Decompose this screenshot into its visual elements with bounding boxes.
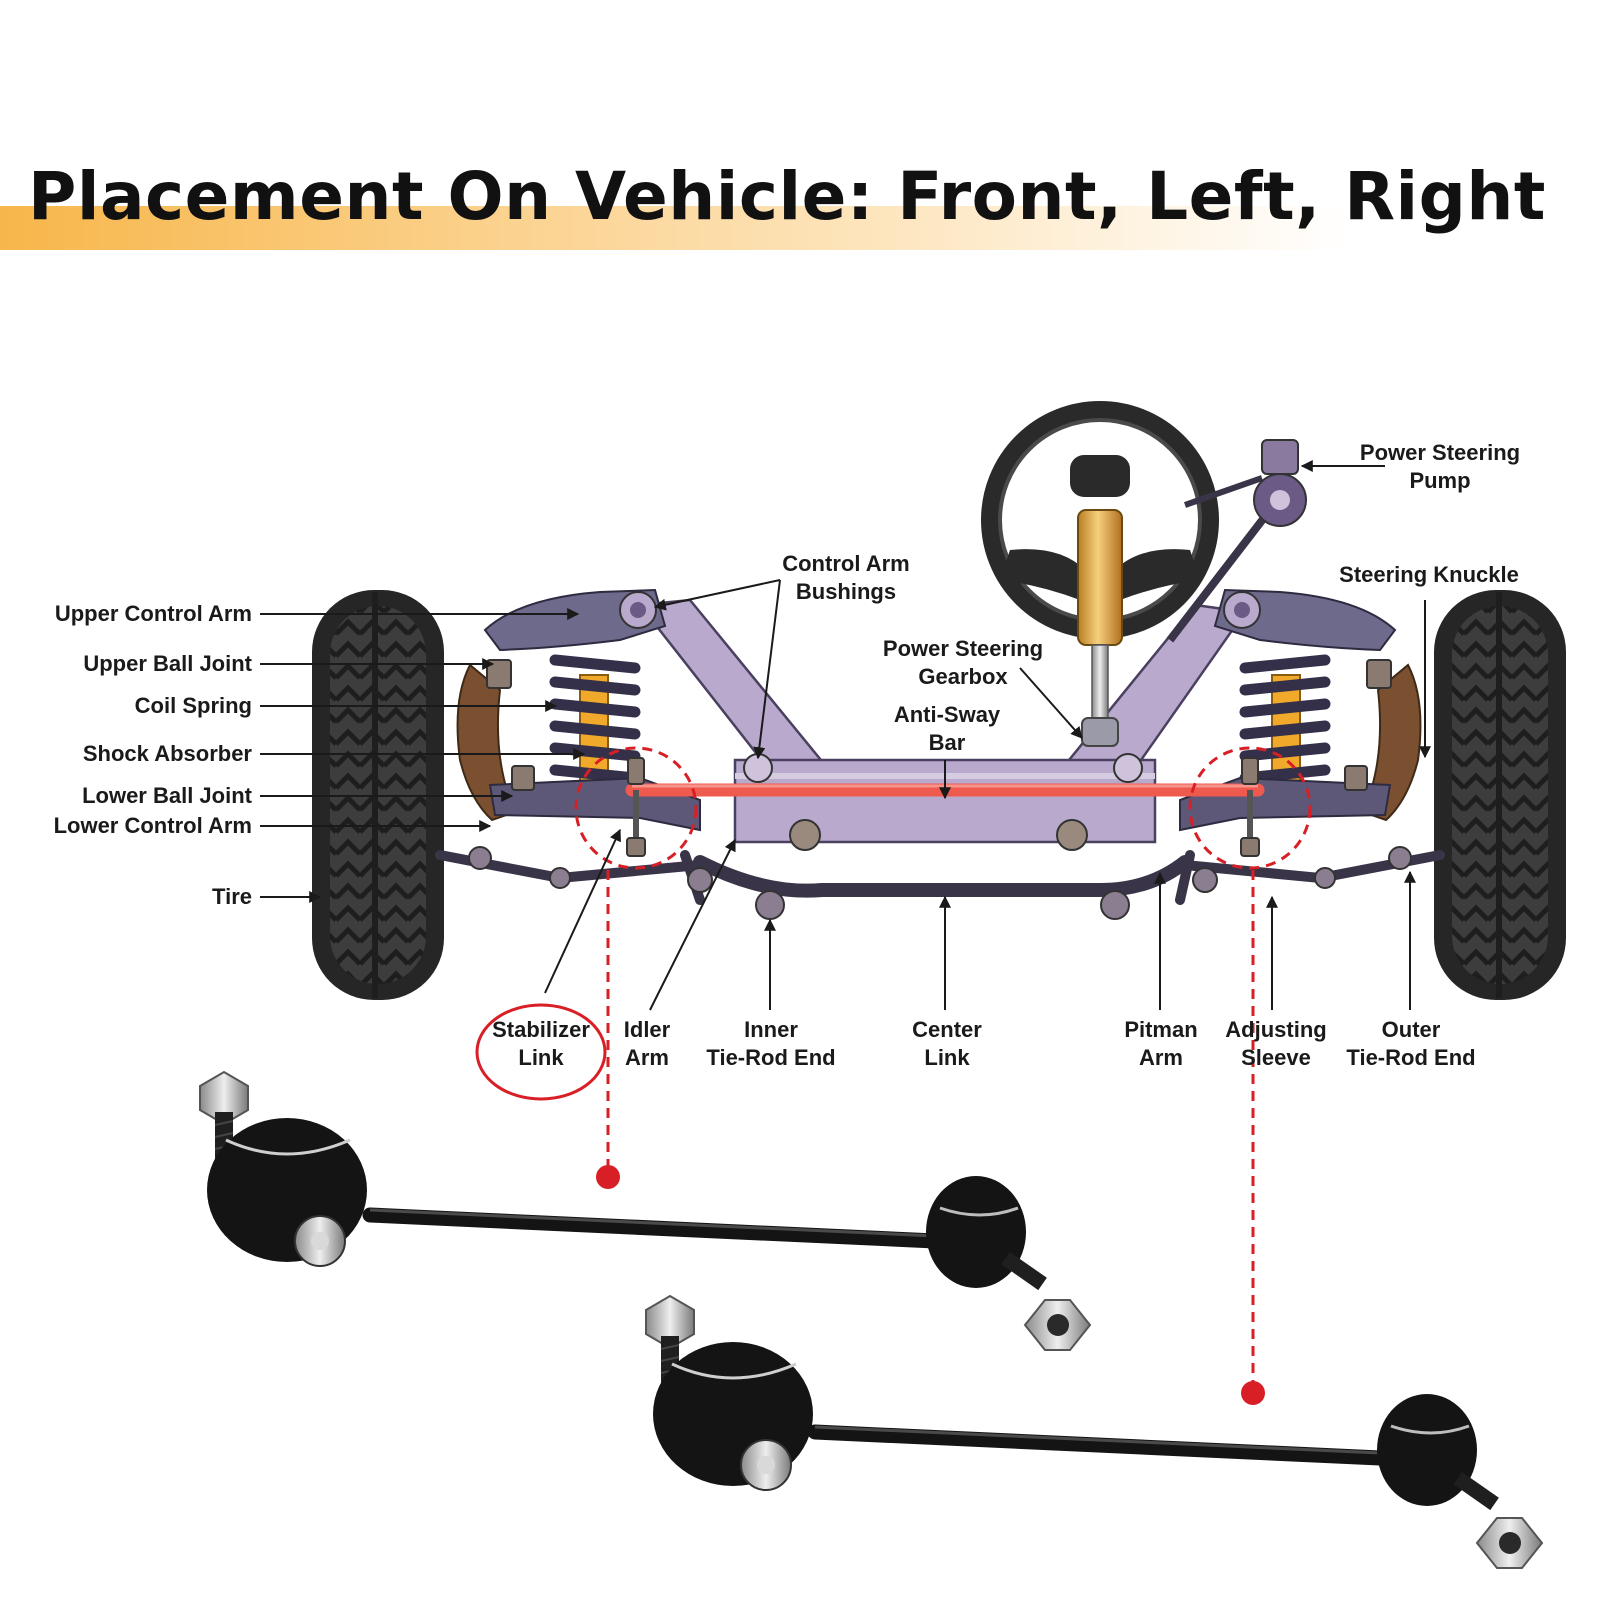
label-control-arm-bushings-line2: Bushings [796,579,896,604]
label-anti-sway-bar-line2: Bar [929,730,966,755]
label-steering-knuckle: Steering Knuckle [1339,562,1519,587]
label-center-link-line2: Link [924,1045,970,1070]
page-title: Placement On Vehicle: Front, Left, Right [28,158,1546,235]
label-inner-tie-rod-end-line1: Inner [744,1017,798,1042]
label-outer-tie-rod-end-line1: Outer [1382,1017,1441,1042]
power-steering-pump [1166,439,1307,643]
coil-spring-left [549,654,641,796]
label-outer-tie-rod-end-line2: Tie-Rod End [1346,1045,1475,1070]
tire-right [1434,590,1566,1000]
label-center-link-line1: Center [912,1017,982,1042]
label-upper-ball-joint: Upper Ball Joint [83,651,252,676]
highlight-circle-left [574,746,698,870]
label-lower-ball-joint: Lower Ball Joint [82,783,253,808]
label-adjusting-sleeve-line2: Sleeve [1241,1045,1311,1070]
steering-knuckle-left [456,663,517,822]
sway-bar-link-product-1 [199,1070,1092,1351]
label-idler-arm-line1: Idler [624,1017,671,1042]
label-power-steering-pump-line2: Pump [1409,468,1470,493]
label-anti-sway-bar-line1: Anti-Sway [894,702,1001,727]
control-arm-bushing-left [619,591,657,629]
label-upper-control-arm: Upper Control Arm [55,601,252,626]
label-coil-spring: Coil Spring [135,693,252,718]
label-power-steering-gearbox-line1: Power Steering [883,636,1043,661]
title-highlight-bar [0,206,1350,250]
label-stabilizer-link-line2: Link [518,1045,564,1070]
label-tire: Tire [212,884,252,909]
label-pitman-arm-line2: Arm [1139,1045,1183,1070]
label-shock-absorber: Shock Absorber [83,741,253,766]
frame-bolts [743,753,1143,851]
label-power-steering-pump-line1: Power Steering [1360,440,1520,465]
control-arm-bushing-right [1223,591,1261,629]
label-power-steering-gearbox-line2: Gearbox [918,664,1008,689]
label-lower-control-arm: Lower Control Arm [54,813,252,838]
coil-spring-right [1239,654,1331,796]
steering-knuckle-right [1361,663,1422,822]
label-adjusting-sleeve-line1: Adjusting [1225,1017,1326,1042]
label-inner-tie-rod-end-line2: Tie-Rod End [706,1045,835,1070]
label-idler-arm-line2: Arm [625,1045,669,1070]
steering-column [1077,509,1123,747]
leader-lines [260,460,1431,1011]
label-control-arm-bushings-line1: Control Arm [782,551,910,576]
highlight-circle-right [1188,746,1312,870]
stabilizer-link-right [1240,757,1260,857]
sway-bar-link-product-2 [645,1294,1544,1569]
ball-joints [486,659,1392,791]
label-stabilizer-link-line1: Stabilizer [492,1017,590,1042]
stabilizer-link-highlight-ellipse [475,1003,607,1101]
label-pitman-arm-line1: Pitman [1124,1017,1197,1042]
stabilizer-link-left [626,757,646,857]
tie-rod-joints [468,846,1412,920]
red-pointers [596,870,1265,1405]
